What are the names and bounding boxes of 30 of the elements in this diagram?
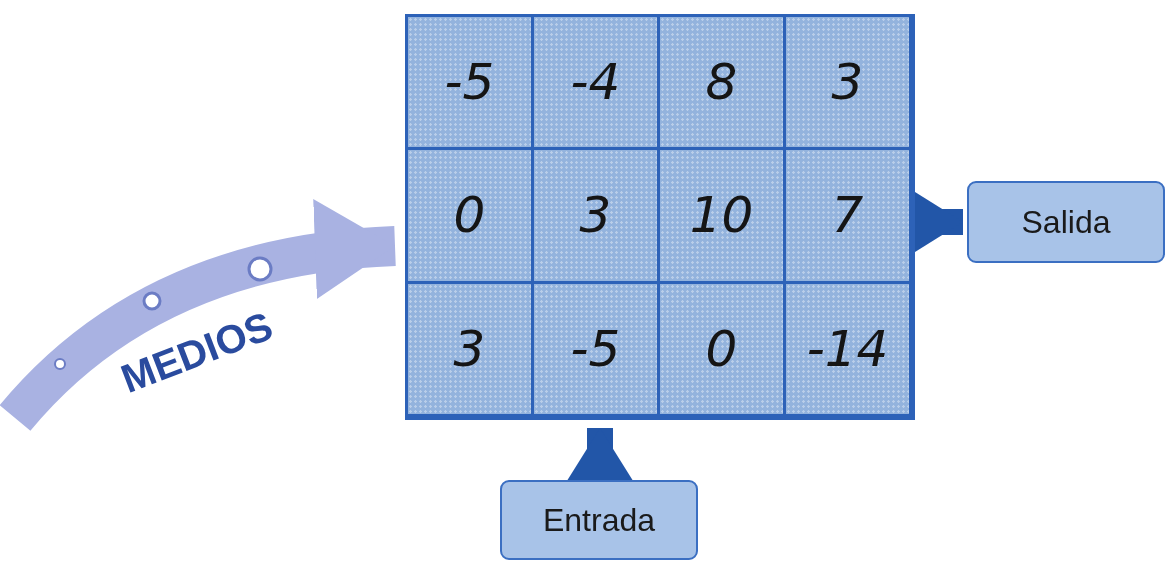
grid-cell	[786, 150, 909, 281]
grid-cell	[786, 283, 909, 414]
arrow	[0, 201, 397, 432]
cell-number: -5	[444, 53, 495, 112]
grid-cell	[534, 283, 657, 414]
cell-number: 3	[831, 53, 864, 112]
grid-cell	[408, 17, 531, 148]
box-label: Salida	[1021, 203, 1111, 241]
cell-number: 8	[705, 53, 738, 112]
cell-number: 3	[579, 186, 612, 245]
label-box	[967, 181, 1165, 263]
cell-number: -4	[570, 53, 621, 112]
grid-table	[405, 14, 915, 420]
grid-cell	[408, 150, 531, 281]
box-label: Entrada	[542, 501, 656, 539]
grid-cell	[660, 17, 783, 148]
cell-number: 0	[705, 319, 738, 378]
label-box	[500, 480, 698, 560]
grid-cell	[786, 17, 909, 148]
grid-cell	[408, 283, 531, 414]
grid-cell	[534, 150, 657, 281]
cell-number: 3	[453, 319, 486, 378]
cell-number: 7	[831, 186, 864, 245]
cell-number: -5	[570, 319, 621, 378]
cell-number: -14	[806, 319, 889, 378]
cell-number: 0	[453, 186, 486, 245]
grid-cell	[660, 283, 783, 414]
grid-cell	[534, 17, 657, 148]
grid-cell	[660, 150, 783, 281]
cell-number: 10	[689, 186, 754, 245]
